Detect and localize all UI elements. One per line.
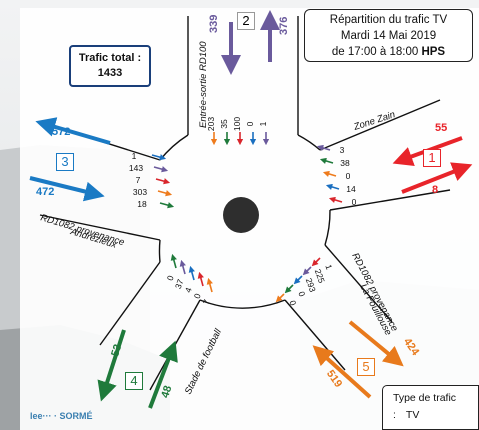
- branch-number-4: 4: [125, 372, 143, 390]
- company-logo: lee··· · SORMÉ: [30, 411, 93, 421]
- movement-count-b1-4: 0: [352, 197, 357, 207]
- branch-2-road-label: Entrée-sortie RD100: [198, 41, 209, 128]
- branch-number-5: 5: [357, 358, 375, 376]
- movement-count-b5-2: 293: [304, 277, 318, 294]
- movement-count-b2-0: 203: [206, 117, 216, 131]
- movement-count-b5-1: 225: [313, 268, 327, 285]
- total-traffic-label: Trafic total :: [78, 52, 142, 64]
- branch-number-2: 2: [237, 12, 255, 30]
- movement-arrow-b1-3: [325, 183, 340, 190]
- branch-number-1: 1: [423, 149, 441, 167]
- movement-count-b5-3: 0: [296, 290, 307, 298]
- movement-arrow-b5-0: [311, 257, 321, 267]
- branch-1-in-value: 55: [435, 122, 447, 134]
- movement-arrow-b4-3: [197, 271, 204, 287]
- movement-count-b4-1: 37: [173, 278, 186, 291]
- movement-arrow-b1-2: [322, 170, 337, 177]
- movement-arrow-b1-1: [319, 157, 334, 164]
- movement-arrow-b3-0: [151, 154, 167, 161]
- branch-3-in-value: 472: [36, 186, 54, 198]
- legend-value-row: :TV: [393, 409, 420, 421]
- total-traffic-box: Trafic total : 1433: [69, 45, 151, 87]
- movement-arrow-b1-4: [328, 196, 343, 203]
- movement-arrow-b3-4: [159, 202, 175, 209]
- traffic-type-legend: Type de trafic :TV: [382, 385, 479, 430]
- movement-count-b1-3: 14: [346, 184, 356, 194]
- branch-5-in-arrow: [312, 345, 372, 399]
- branch-2-out-value: 376: [278, 17, 290, 35]
- movement-count-b4-2: 4: [183, 286, 194, 294]
- movement-arrow-b4-2: [188, 265, 195, 281]
- movement-arrow-b5-1: [302, 266, 312, 276]
- movement-count-b2-3: 0: [245, 121, 255, 126]
- movement-count-b2-1: 35: [219, 119, 229, 129]
- branch-4-out-value: 53: [109, 343, 124, 358]
- branch-1-out-value: 8: [432, 184, 438, 196]
- movement-count-b5-4: 0: [287, 299, 298, 307]
- branch-number-3: 3: [56, 153, 74, 171]
- branch-3-out-arrow: [35, 117, 111, 145]
- movement-count-b4-4: 7: [201, 298, 212, 306]
- movement-arrow-b4-4: [206, 277, 213, 293]
- movement-count-b2-2: 100: [232, 117, 242, 131]
- title-line-1: Répartition du trafic TV: [329, 14, 448, 26]
- branch-1-out-arrow: [401, 162, 473, 194]
- legend-title: Type de trafic: [393, 392, 457, 404]
- movement-count-b1-0: 3: [340, 145, 345, 155]
- movement-count-b3-4: 18: [137, 199, 147, 209]
- movement-count-b3-3: 303: [133, 187, 147, 197]
- branch-4-out-arrow: [97, 329, 126, 402]
- movement-count-b1-1: 38: [340, 158, 350, 168]
- central-island: [223, 197, 259, 233]
- branch-2-in-value: 339: [208, 15, 220, 33]
- movement-arrow-b5-4: [275, 293, 285, 303]
- title-box: Répartition du trafic TV Mardi 14 Mai 20…: [304, 9, 473, 62]
- branch-5-out-arrow: [348, 320, 404, 367]
- movement-arrow-b4-0: [170, 253, 177, 269]
- branch-4-in-value: 48: [159, 384, 174, 399]
- movement-arrow-b3-2: [155, 178, 171, 185]
- movement-count-b2-4: 1: [258, 121, 268, 126]
- movement-arrow-b3-3: [157, 190, 173, 197]
- movement-count-b3-0: 1: [132, 151, 137, 161]
- branch-3-out-value: 572: [52, 126, 70, 138]
- branch-4-in-arrow: [148, 340, 178, 409]
- movement-count-b4-3: 0: [192, 292, 203, 300]
- movement-count-b5-0: 1: [323, 263, 334, 271]
- road-edges: [39, 16, 451, 391]
- movement-arrow-b4-1: [179, 259, 186, 275]
- movement-arrow-b3-1: [153, 166, 169, 173]
- branch-3-in-arrow: [29, 176, 105, 202]
- movement-arrow-b5-2: [293, 275, 303, 285]
- movement-count-b3-2: 7: [136, 175, 141, 185]
- movement-arrow-b5-3: [284, 284, 294, 294]
- movement-count-b3-1: 143: [129, 163, 143, 173]
- movement-count-b1-2: 0: [346, 171, 351, 181]
- movement-count-b4-0: 0: [165, 274, 176, 282]
- title-line-2: Mardi 14 Mai 2019: [340, 30, 437, 42]
- total-traffic-value: 1433: [97, 67, 123, 79]
- movement-arrow-b1-0: [316, 144, 331, 151]
- title-line-3: de 17:00 à 18:00 HPS: [331, 46, 446, 58]
